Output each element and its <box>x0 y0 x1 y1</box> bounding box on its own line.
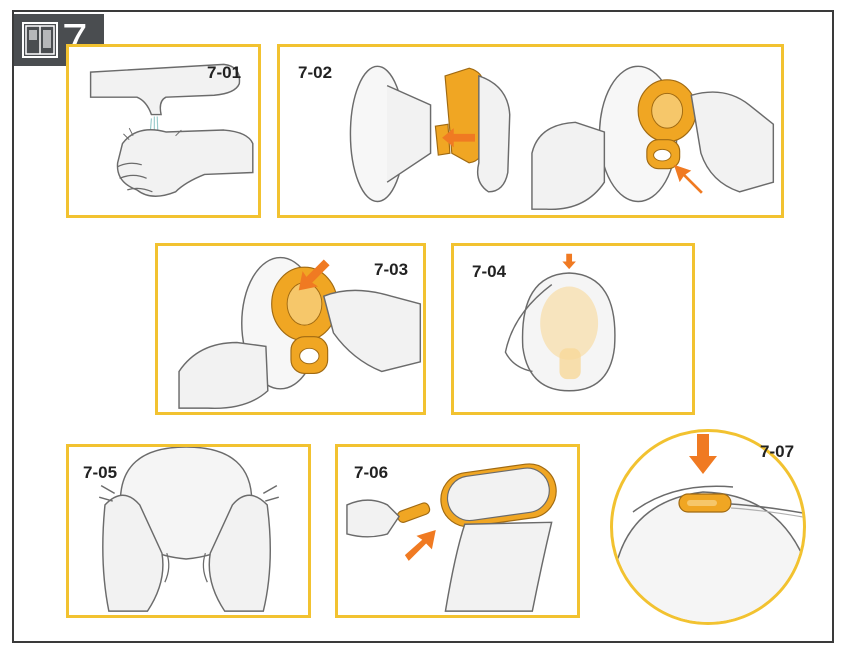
panel-step-7-05: 7-05 <box>66 444 311 618</box>
panel-step-7-01: 7-01 <box>66 44 261 218</box>
step-label-7-04: 7-04 <box>472 262 506 282</box>
step-label-7-06: 7-06 <box>354 463 388 483</box>
panel-step-7-02: 7-02 <box>277 44 784 218</box>
step-label-7-05: 7-05 <box>83 463 117 483</box>
step-label-7-01: 7-01 <box>207 63 241 83</box>
panel-step-7-04: 7-04 <box>451 243 695 415</box>
panel-step-7-06: 7-06 <box>335 444 580 618</box>
attach-valve-illustration <box>280 47 781 215</box>
panel-step-7-03: 7-03 <box>155 243 426 415</box>
manual-book-icon <box>22 22 58 58</box>
step-label-7-03: 7-03 <box>374 260 408 280</box>
step-label-7-02: 7-02 <box>298 63 332 83</box>
step-label-7-07: 7-07 <box>760 442 794 462</box>
